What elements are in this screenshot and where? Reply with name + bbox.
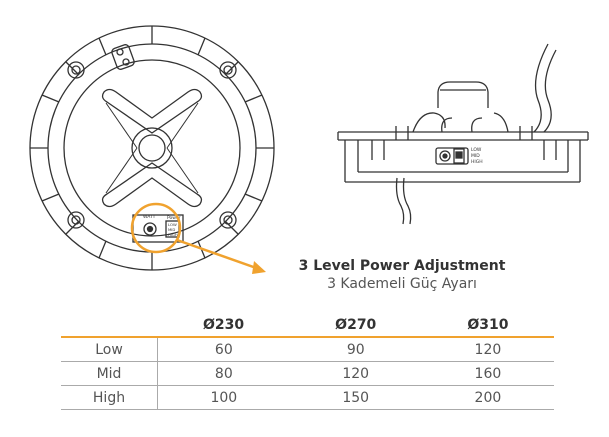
switch-high-label: HIGH	[168, 232, 178, 237]
row-label: Mid	[61, 361, 158, 386]
table-header-270: Ø270	[289, 313, 422, 338]
fixture-top-view	[29, 25, 275, 271]
callout	[130, 202, 266, 274]
row-label: Low	[61, 337, 158, 362]
caption: 3 Level Power Adjustment 3 Kademeli Güç …	[252, 257, 552, 293]
table-header-230: Ø230	[157, 313, 290, 338]
table-row: High 100 150 200	[61, 385, 554, 410]
table-cell: 120	[289, 361, 422, 386]
table-cell: 100	[157, 385, 290, 410]
knob-label: WATT	[143, 214, 156, 220]
table-cell: 60	[157, 337, 290, 362]
switch-low-label: LOW	[168, 222, 177, 227]
side-switch-mid-label: MID	[471, 153, 480, 159]
table-header-row: Ø230 Ø270 Ø310	[61, 313, 554, 338]
table-cell: 200	[421, 385, 554, 410]
switch-title: Power	[167, 215, 181, 221]
table-cell: 160	[421, 361, 554, 386]
table-cell: 120	[421, 337, 554, 362]
table-cell: 80	[157, 361, 290, 386]
table-header-310: Ø310	[421, 313, 554, 338]
power-table: Ø230 Ø270 Ø310 Low 60 90 120 Mid 80 120 …	[61, 313, 554, 410]
caption-title: 3 Level Power Adjustment	[298, 258, 506, 274]
table-row: Mid 80 120 160	[61, 361, 554, 386]
side-switch-low-label: LOW	[471, 147, 482, 153]
fixture-side-view	[337, 43, 589, 225]
row-label: High	[61, 385, 158, 410]
table-cell: 150	[289, 385, 422, 410]
switch-mid-label: MID	[168, 227, 175, 232]
table-header-corner	[61, 313, 158, 338]
table-cell: 90	[289, 337, 422, 362]
caption-subtitle: 3 Kademeli Güç Ayarı	[327, 276, 477, 292]
side-switch-high-label: HIGH	[471, 159, 483, 165]
table-row: Low 60 90 120	[61, 337, 554, 362]
